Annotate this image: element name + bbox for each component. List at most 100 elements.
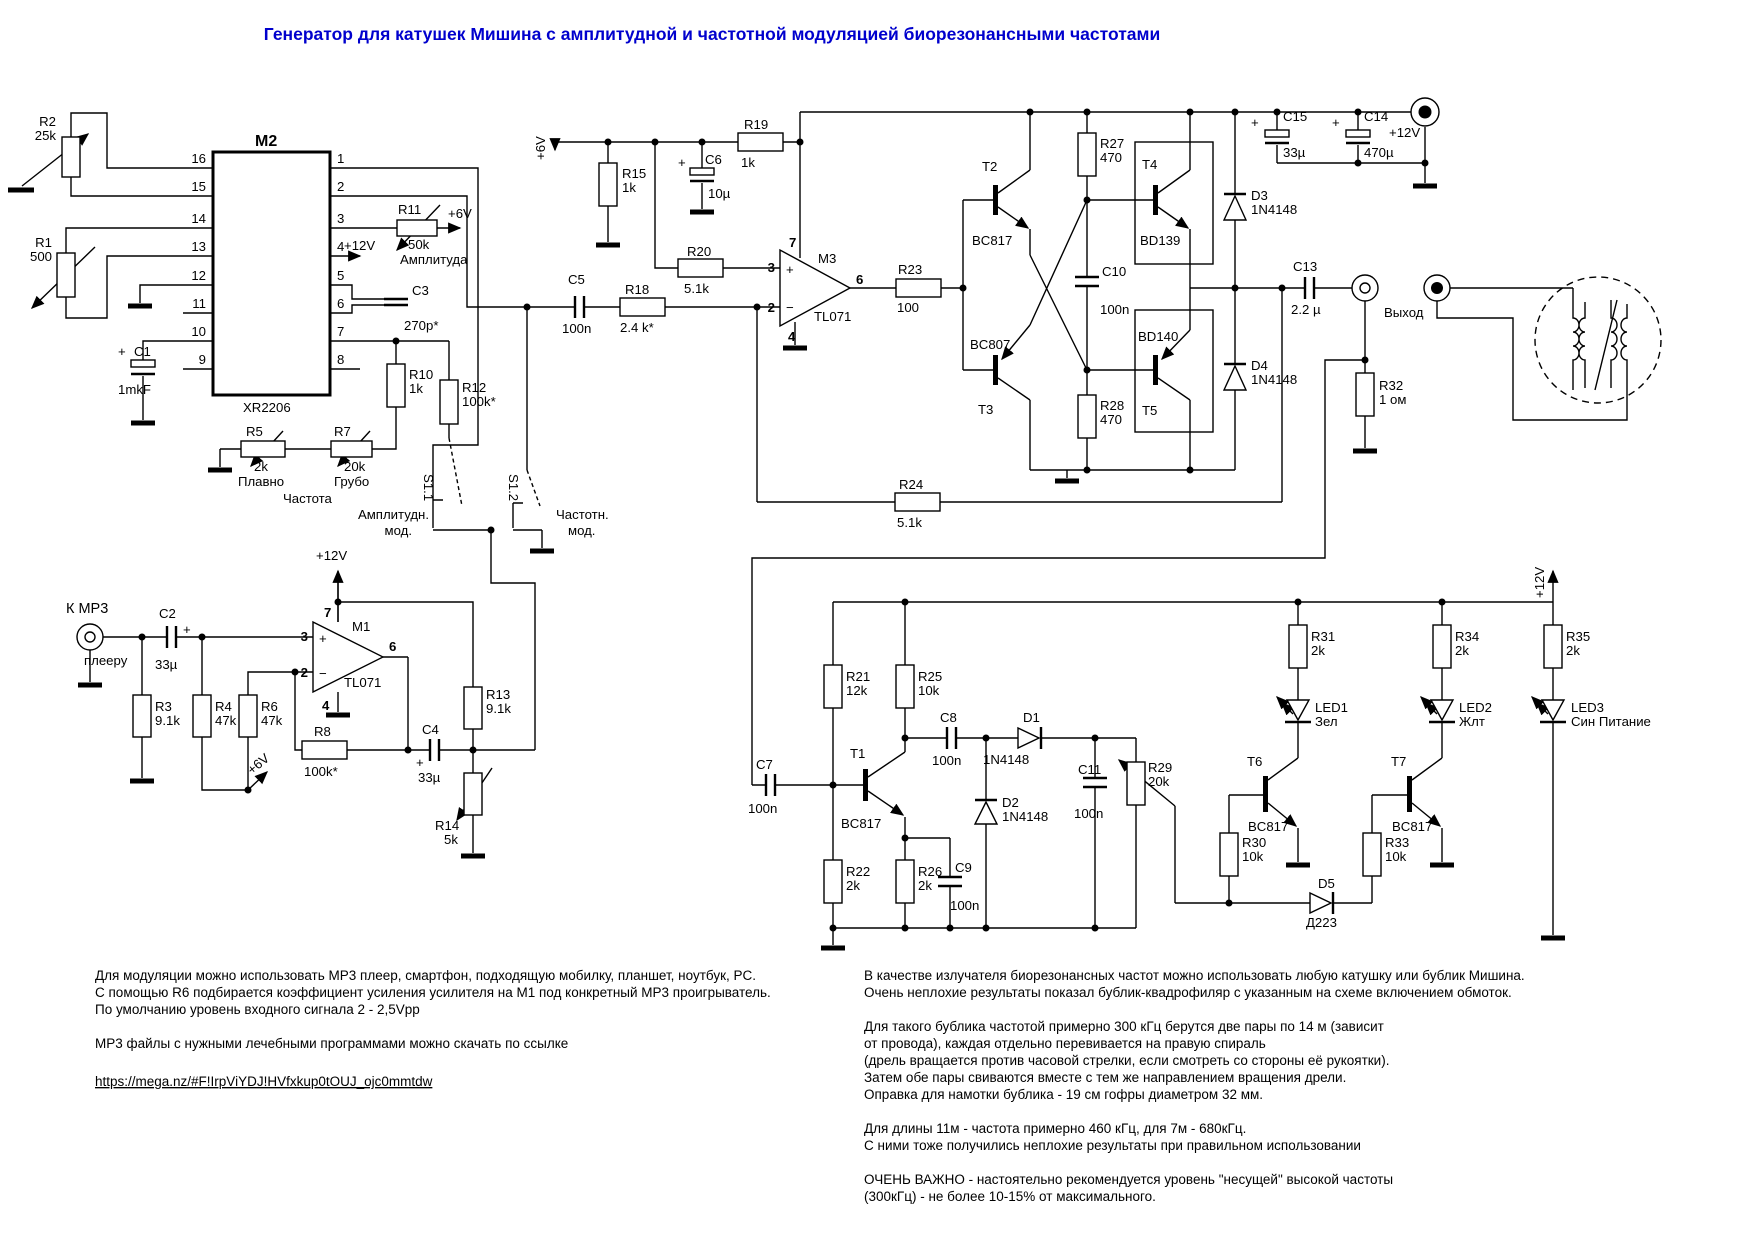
label-r22: R22	[846, 864, 870, 879]
label-r2: R2	[39, 114, 56, 129]
label-m2-ref: M2	[255, 133, 277, 150]
m3-minus: −	[786, 300, 794, 315]
label-r25: R25	[918, 669, 942, 684]
label-r8-val: 100k*	[304, 764, 338, 779]
label-led1-val: Зел	[1315, 714, 1338, 729]
label-r26-val: 2k	[918, 878, 932, 893]
note-right-11: (300кГц) - не более 10-15% от максимальн…	[864, 1189, 1156, 1204]
label-s11: S1.1	[421, 474, 436, 501]
label-r31-val: 2k	[1311, 643, 1325, 658]
label-r10-val: 1k	[409, 381, 423, 396]
label-r29-val: 20k	[1148, 774, 1170, 789]
label-c6: C6	[705, 152, 722, 167]
label-s11-note1: Амплитудн.	[358, 507, 429, 522]
label-t7: T7	[1391, 754, 1406, 769]
label-r12-val: 100k*	[462, 394, 496, 409]
label-r1: R1	[35, 235, 52, 250]
label-r7-val: 20k	[344, 459, 366, 474]
label-r22-val: 2k	[846, 878, 860, 893]
label-c1-val: 1mkF	[118, 382, 151, 397]
m2-pin9: 9	[199, 352, 206, 367]
label-r14: R14	[435, 818, 459, 833]
m2-pin13: 13	[191, 239, 206, 254]
t4-box	[1134, 141, 1214, 265]
label-d5-val: Д223	[1306, 915, 1337, 930]
m2-pin10: 10	[191, 324, 206, 339]
label-r20: R20	[687, 244, 711, 259]
m2-pin5: 5	[337, 268, 344, 283]
m2-pin16: 16	[191, 151, 206, 166]
note-left-1: Для модуляции можно использовать MP3 пле…	[95, 968, 756, 983]
label-led3: LED3	[1571, 700, 1604, 715]
label-c2-val: 33µ	[155, 657, 178, 672]
ground-symbols	[8, 183, 1565, 951]
label-p12v-m1: +12V	[316, 548, 347, 563]
label-s12: S1.2	[506, 474, 521, 501]
plus-c1: +	[118, 344, 126, 359]
label-r12: R12	[462, 380, 486, 395]
opamp-m1-body	[312, 620, 385, 694]
label-s12-note1: Частотн.	[556, 507, 609, 522]
label-r5: R5	[246, 424, 263, 439]
label-c5-val: 100n	[562, 321, 591, 336]
label-d5: D5	[1318, 876, 1335, 891]
label-grubo: Грубо	[334, 474, 369, 489]
label-r4-val: 47k	[215, 713, 237, 728]
label-m3: M3	[818, 251, 836, 266]
label-c3: C3	[412, 283, 429, 298]
label-c14-val: 470µ	[1364, 145, 1394, 160]
label-d4-val: 1N4148	[1251, 372, 1297, 387]
label-c3-val: 270p*	[404, 318, 438, 333]
m1-plus: +	[319, 631, 327, 646]
wires	[65, 111, 1628, 945]
m2-pin2: 2	[337, 179, 344, 194]
label-led2-val: Жлт	[1459, 714, 1485, 729]
label-r13: R13	[486, 687, 510, 702]
note-right-1: В качестве излучателя биорезонансных час…	[864, 968, 1525, 983]
label-p6v-rail: +6V	[533, 136, 548, 160]
label-r34: R34	[1455, 629, 1479, 644]
label-c7: C7	[756, 757, 773, 772]
label-r32: R32	[1379, 378, 1403, 393]
label-t5: T5	[1142, 403, 1157, 418]
label-r29: R29	[1148, 760, 1172, 775]
label-r27: R27	[1100, 136, 1124, 151]
m1-pin6: 6	[389, 639, 396, 654]
label-d1-val: 1N4148	[983, 752, 1029, 767]
label-r19: R19	[744, 117, 768, 132]
label-c2: C2	[159, 606, 176, 621]
label-r11-val: 50k	[408, 237, 430, 252]
label-r15: R15	[622, 166, 646, 181]
label-p6v-r11: +6V	[448, 206, 472, 221]
label-led2: LED2	[1459, 700, 1492, 715]
m2-pin15: 15	[191, 179, 206, 194]
label-chastota: Частота	[283, 491, 333, 506]
label-c15: C15	[1283, 109, 1307, 124]
label-r28-val: 470	[1100, 412, 1122, 427]
label-r19-val: 1k	[741, 155, 755, 170]
label-r33-val: 10k	[1385, 849, 1407, 864]
label-t5-val: BD140	[1138, 329, 1178, 344]
m2-pin11: 11	[192, 296, 206, 311]
label-r31: R31	[1311, 629, 1335, 644]
label-c11-val: 100n	[1074, 806, 1103, 821]
label-r24: R24	[899, 477, 923, 492]
m2-pin3: 3	[337, 211, 344, 226]
label-c14: C14	[1364, 109, 1388, 124]
plus-c2: +	[183, 622, 191, 637]
label-r35-val: 2k	[1566, 643, 1580, 658]
label-p12v-led: +12V	[1532, 567, 1547, 598]
mega-link[interactable]: https://mega.nz/#F!IrpViYDJ!HVfxkup0tOUJ…	[95, 1074, 433, 1089]
label-r10: R10	[409, 367, 433, 382]
m1-pin3: 3	[301, 629, 308, 644]
label-c9-val: 100n	[950, 898, 979, 913]
led2-symbol	[1429, 699, 1455, 722]
note-left-4: MP3 файлы с нужными лечебными программам…	[95, 1036, 568, 1051]
label-mp3-2: плееру	[84, 653, 128, 668]
label-r21-val: 12k	[846, 683, 868, 698]
m2-pin12: 12	[191, 268, 206, 283]
label-s11-note2: мод.	[385, 523, 412, 538]
label-r34-val: 2k	[1455, 643, 1469, 658]
notes-right: В качестве излучателя биорезонансных час…	[864, 968, 1525, 1204]
